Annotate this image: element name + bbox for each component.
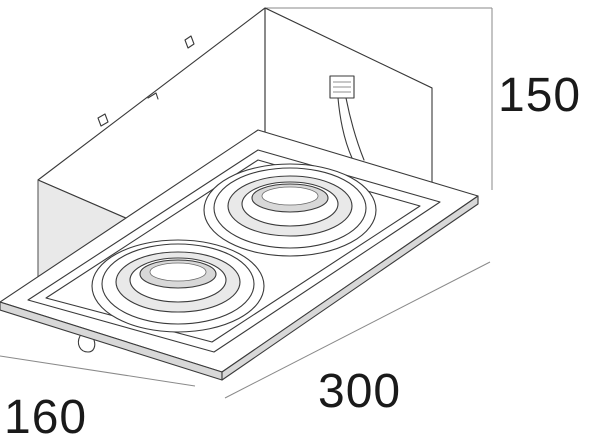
lamp-ring-left <box>91 239 265 333</box>
dimension-lines <box>0 7 493 399</box>
lamp-ring-right <box>203 163 377 257</box>
spring-clip <box>329 75 365 161</box>
height-dimension: 150 <box>498 69 582 122</box>
length-dimension: 300 <box>318 365 402 418</box>
bottom-clip <box>77 335 96 353</box>
width-dimension: 160 <box>4 391 88 444</box>
